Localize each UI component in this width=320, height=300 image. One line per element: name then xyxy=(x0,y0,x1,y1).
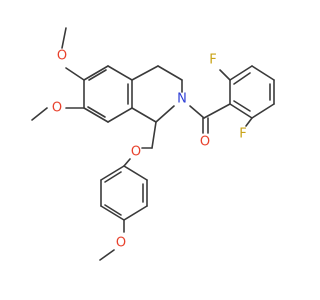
bond xyxy=(99,249,115,261)
oxygen-label-methoxy-7: O xyxy=(52,101,62,116)
bond xyxy=(251,65,275,81)
bond xyxy=(157,65,183,81)
bond xyxy=(123,165,148,181)
bond xyxy=(100,205,125,221)
bond xyxy=(107,65,133,81)
molecule-canvas: O O O O O N F F xyxy=(31,27,275,261)
bond xyxy=(123,205,148,221)
bond xyxy=(151,121,157,149)
bond xyxy=(61,27,67,49)
bond xyxy=(83,107,109,123)
bond xyxy=(100,165,125,181)
nitrogen-label-ring: N xyxy=(177,92,187,107)
fluorine-label-top: F xyxy=(209,53,216,68)
bond xyxy=(65,67,85,81)
bond xyxy=(203,103,231,119)
bond xyxy=(229,65,253,81)
bond xyxy=(233,72,251,85)
fluorine-label-bottom: F xyxy=(239,127,246,142)
structure-drawing: O O O O O N F F xyxy=(31,27,275,261)
bond xyxy=(131,65,159,81)
bond xyxy=(104,171,122,183)
bond xyxy=(87,106,106,118)
oxygen-label-carbonyl: O xyxy=(200,135,210,150)
bond xyxy=(83,65,109,81)
bond xyxy=(251,103,275,119)
bond xyxy=(189,105,205,119)
bond xyxy=(31,107,48,121)
bond xyxy=(219,69,231,81)
oxygen-label-methoxy-6: O xyxy=(57,49,67,64)
bond xyxy=(131,107,157,123)
atom-labels: O O O O O N F F xyxy=(52,49,247,251)
oxygen-label-ether-linker: O xyxy=(131,145,141,160)
bond xyxy=(229,103,253,119)
bond xyxy=(233,100,251,112)
bond xyxy=(107,107,133,123)
oxygen-label-methoxy-para: O xyxy=(116,236,126,251)
bond-skeleton xyxy=(31,27,275,261)
bond xyxy=(88,69,107,81)
bond xyxy=(155,105,175,123)
bond xyxy=(104,204,122,216)
bond xyxy=(245,117,253,127)
bond xyxy=(123,158,131,167)
